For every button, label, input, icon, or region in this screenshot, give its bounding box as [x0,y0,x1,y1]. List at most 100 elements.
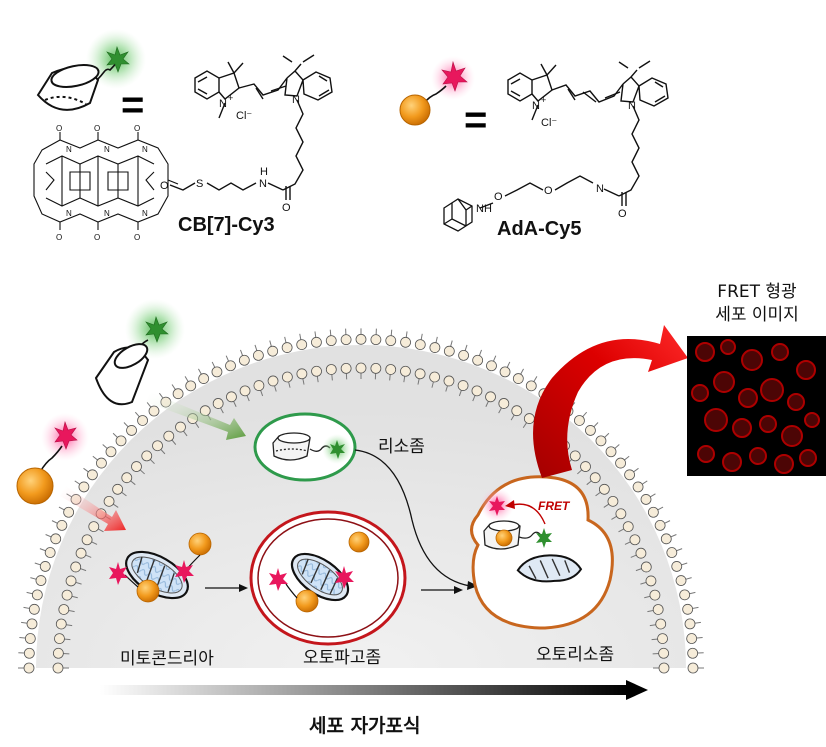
lipid-head [385,335,397,347]
lipid-head [172,388,184,400]
cy5-ether-o-2: O [494,191,503,203]
autolysosome [470,475,614,630]
fluorescent-cell [759,415,777,433]
lipid-head [629,534,641,546]
fluorescent-cell [796,360,816,380]
lipid-head [281,371,293,383]
lipid-head [50,533,62,545]
lipid-head [78,481,90,493]
cy3-thioether-s: S [196,178,203,190]
fluorescent-cell [704,408,728,432]
lipid-head [26,618,38,630]
lipid-head [647,506,659,518]
mito-ada-ball-1 [188,532,212,556]
cb7-n-5: N [104,209,110,218]
lipid-head [569,450,581,462]
lipid-head [622,521,634,532]
lipid-head [61,589,73,601]
cy5-star-icon [441,60,468,92]
lipid-head [370,334,382,346]
lysosome-cy3-star-icon [330,440,345,459]
cy5-structure [479,60,669,209]
lipid-head [148,405,160,417]
lysosome-arrow-head [467,581,478,590]
lipid-head [652,604,664,615]
fluorescent-cell [804,412,820,428]
incoming-ada-probe [16,413,126,531]
lipid-head [52,662,64,674]
lipid-head [654,519,666,531]
autophagosome-inner-membrane [257,518,399,638]
mito-linker-2 [124,574,139,588]
cb7-barrel-icon [36,64,100,111]
lipid-head [198,373,210,384]
lipid-head [340,362,352,374]
lysosome-cb7-barrel-icon [272,432,311,461]
ada-linker [422,85,447,105]
lipid-head [632,481,644,493]
mitochondria-label: 미토콘드리아 [120,649,214,669]
lipid-head [429,371,441,383]
fret-arrow-label: FRET [538,499,571,513]
lipid-head [35,575,47,586]
lipid-head [115,435,127,447]
cb7-o-3: O [134,124,140,133]
cy5-n-plus: N [532,100,540,112]
lipid-head [511,405,523,417]
lipid-head [655,618,667,630]
lipid-head [471,385,483,397]
lipid-head [39,561,51,572]
autolysosome-cy3-star-icon [536,528,552,548]
cb7-o-2: O [94,124,100,133]
lipid-head [640,561,652,573]
fret-curved-arrow [511,503,546,525]
lipid-head [615,457,626,469]
lipid-head [58,604,70,615]
lipid-head [624,469,635,481]
autolysosome-cy5-star-icon [489,496,505,516]
fluorescent-cell [799,449,817,467]
autophagosome [249,510,407,646]
lipid-head [126,425,137,436]
autolysosome-mitochondrion-icon [516,554,583,583]
lipid-head [23,662,35,674]
lipid-head [684,618,696,630]
adamantane-structure [443,198,473,232]
cy5-atom-labels: N + Cl⁻ N N O O O NH [476,95,636,220]
free-mitochondrion [109,532,212,603]
lysosome-label: 리소좀 [378,437,425,457]
lipid-head [253,350,264,361]
lipid-head [96,457,107,469]
lipid-head [414,368,426,380]
lipid-head [121,472,133,484]
lipid-head [443,345,455,357]
cy3-atom-labels: N + Cl⁻ N H N O S O [160,93,300,214]
cy3-plus: + [228,93,233,103]
lipid-head [682,603,694,615]
lipid-head [163,430,175,442]
cb7-n-1: N [66,145,72,154]
cy5-chloride: Cl⁻ [541,117,557,129]
lipid-head [499,366,511,378]
fluorescent-cell [697,445,715,463]
lipid-head [175,421,186,433]
lipid-head [585,425,596,436]
lipid-head [605,446,617,458]
lipid-head [325,364,337,375]
autophagosome-ada-ball-1 [348,531,370,553]
lipid-head [498,398,510,409]
lipid-head [400,365,411,377]
adamantane-ball-icon [399,94,431,126]
lipid-head [28,603,40,615]
cy3-structure [169,54,333,200]
ada-cy5-section: = N + Cl⁻ [399,56,669,240]
cb7-n-4: N [66,209,72,218]
cb7-linker [96,61,118,81]
lipid-head [429,342,441,353]
big-red-arrow [533,325,688,478]
fluorescent-cell [732,418,752,438]
autophagosome-arrow-head [454,586,463,594]
lipid-head [31,589,43,601]
lipid-head [666,547,678,558]
